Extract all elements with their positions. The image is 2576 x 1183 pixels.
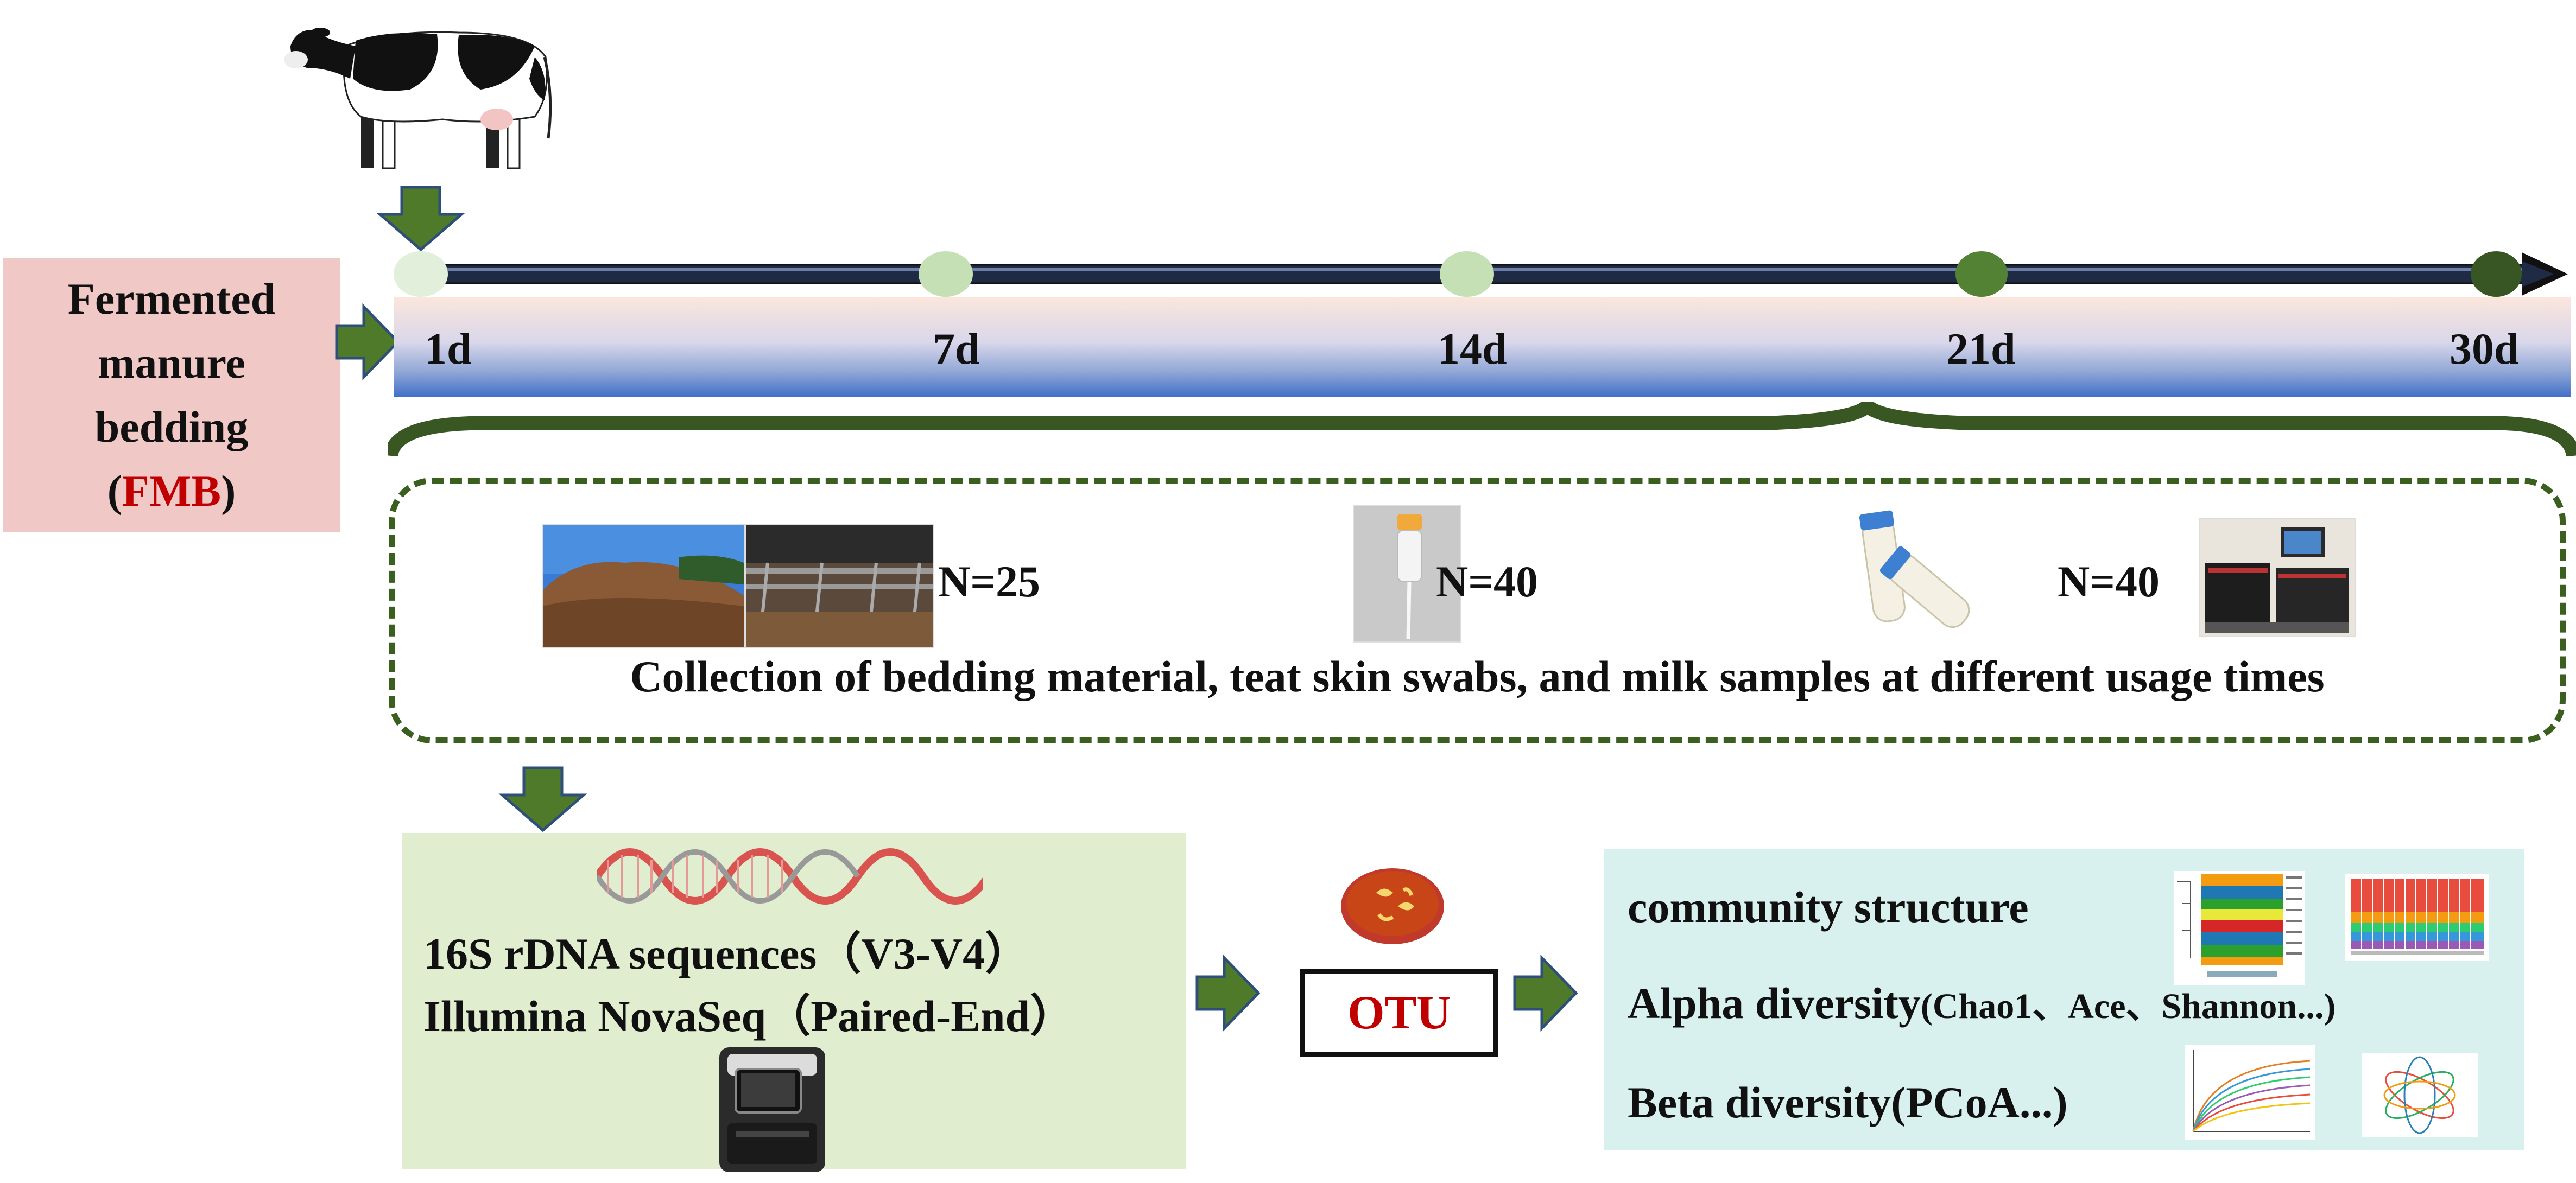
sequencing-line-2: Illumina NovaSeq（Paired-End） [423, 991, 1075, 1041]
sequencer-icon [719, 1047, 825, 1172]
analysis-beta-diversity: Beta diversity(PCoA...) [1628, 1078, 2068, 1127]
day-label-14d: 14d [1438, 324, 1507, 373]
timeline-dot-7d [919, 251, 973, 297]
timeline-dot-21d [1955, 251, 2008, 297]
otu-box: OTU [1300, 969, 1498, 1057]
stacked-bar-thumbnail [2345, 874, 2489, 961]
dna-helix-icon [597, 848, 983, 905]
down-arrow-icon [498, 766, 587, 832]
timeline-band [394, 297, 2571, 397]
day-label-30d: 30d [2450, 324, 2519, 373]
fmb-abbr: (FMB) [107, 466, 236, 516]
rarefaction-curve-thumbnail [2185, 1045, 2315, 1140]
cow-image [284, 28, 552, 169]
collection-box [389, 478, 2566, 743]
fmb-line-1: Fermented [67, 274, 276, 323]
petri-dish-icon [1341, 868, 1444, 944]
fmb-box: Fermented manure bedding (FMB) [3, 258, 340, 532]
day-label-1d: 1d [425, 324, 472, 373]
collection-caption: Collection of bedding material, teat ski… [630, 652, 2325, 701]
timeline-axis [394, 251, 2568, 297]
day-label-7d: 7d [933, 324, 980, 373]
sequencing-line-1: 16S rDNA sequences（V3-V4） [423, 929, 1030, 978]
bedding-pile-photo [542, 524, 745, 648]
analysis-community-structure: community structure [1628, 882, 2029, 932]
bedding-sample-count: N=25 [938, 557, 1040, 606]
venn-diagram-thumbnail [2362, 1053, 2478, 1137]
timeline-dot-30d [2471, 251, 2522, 297]
analysis-alpha-diversity: Alpha diversity(Chao1、Ace、Shannon...) [1628, 978, 2336, 1028]
heatmap-thumbnail [2174, 871, 2305, 985]
right-arrow-icon [335, 303, 400, 381]
timeline-dot-14d [1440, 251, 1494, 297]
barn-bedding-photo [745, 524, 934, 648]
right-arrow-icon [1195, 954, 1261, 1032]
curly-brace [388, 402, 2576, 457]
down-arrow-icon [376, 186, 465, 252]
milk-sample-count: N=40 [2058, 557, 2160, 606]
lab-instrument-photo [2199, 518, 2356, 637]
fmb-line-2: manure [98, 338, 245, 387]
timeline-dot-1d [394, 251, 448, 297]
milk-tubes-photo [1859, 510, 1970, 628]
fmb-line-3: bedding [94, 402, 249, 451]
day-label-21d: 21d [1946, 324, 2016, 373]
swab-sample-count: N=40 [1436, 557, 1538, 606]
right-arrow-icon [1513, 954, 1578, 1032]
swab-tube-photo [1353, 505, 1461, 643]
